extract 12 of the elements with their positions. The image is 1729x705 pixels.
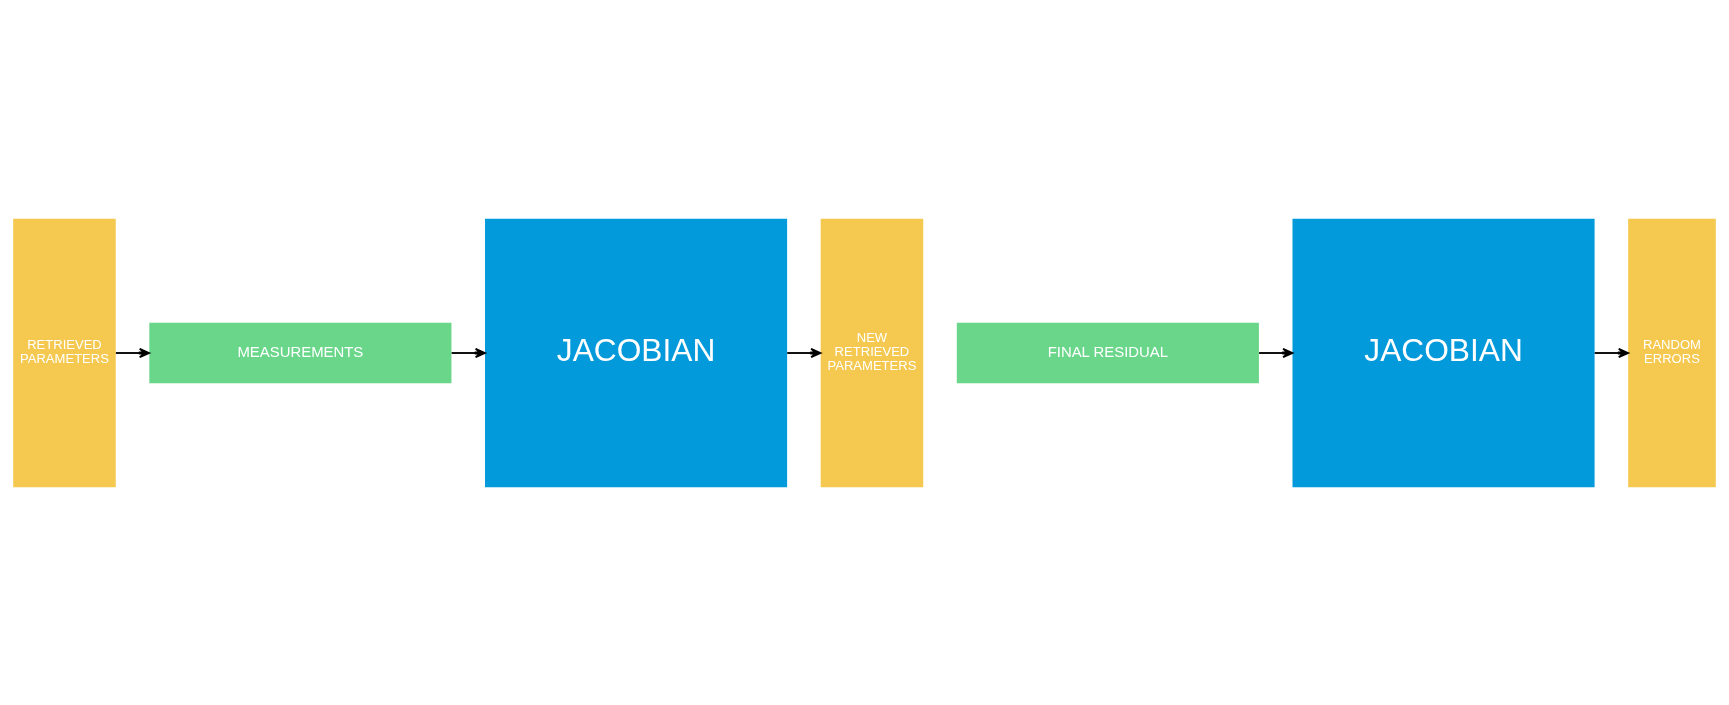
arrow bbox=[114, 347, 150, 358]
node-box: MEASUREMENTS bbox=[149, 322, 452, 383]
node-box: JACOBIAN bbox=[1292, 218, 1595, 487]
node-box: RETRIEVED PARAMETERS bbox=[13, 218, 116, 487]
node-box: RANDOM ERRORS bbox=[1628, 218, 1716, 487]
arrow bbox=[786, 347, 822, 358]
arrow bbox=[1593, 347, 1630, 358]
arrow bbox=[450, 347, 486, 358]
node-box: JACOBIAN bbox=[485, 218, 788, 487]
node-box: NEW RETRIEVED PARAMETERS bbox=[820, 218, 924, 487]
arrow bbox=[1258, 347, 1294, 358]
node-box: FINAL RESIDUAL bbox=[956, 322, 1259, 383]
